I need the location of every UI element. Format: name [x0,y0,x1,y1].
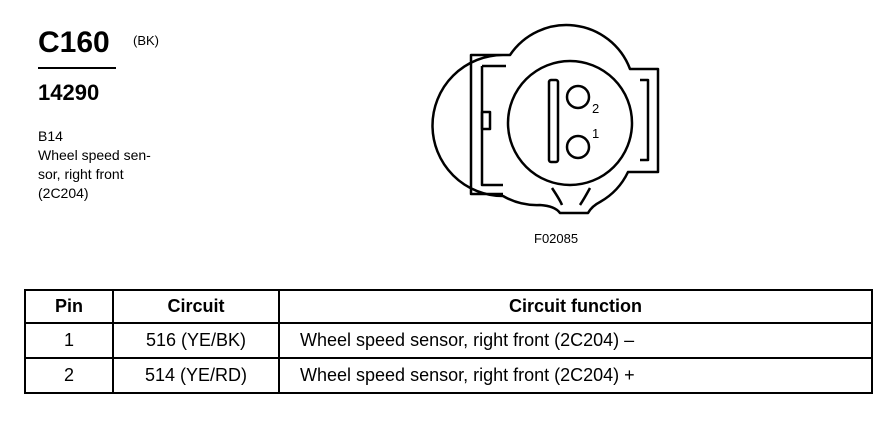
pin-cavity-1 [565,134,591,160]
component-description: B14 Wheel speed sen- sor, right front (2… [38,127,151,203]
divider-bar [547,78,560,164]
key-notch [550,187,592,206]
figure-id: F02085 [534,231,579,246]
cell-function: Wheel speed sensor, right front (2C204) … [278,322,873,359]
component-code: B14 [38,128,63,144]
connector-id: C160 [38,26,110,59]
locking-tab [480,110,492,131]
cell-circuit: 514 (YE/RD) [112,357,280,394]
table-row: 1 516 (YE/BK) Wheel speed sensor, right … [24,322,873,359]
table-header-row: Pin Circuit Circuit function [24,289,873,324]
title-divider [38,67,116,69]
component-desc-line: sor, right front [38,166,124,182]
part-number: 14290 [38,80,100,105]
connector-inner-outline [480,64,650,187]
header-circuit-function: Circuit function [278,289,873,324]
component-desc-line: (2C204) [38,185,89,201]
table-row: 2 514 (YE/RD) Wheel speed sensor, right … [24,357,873,394]
cell-function: Wheel speed sensor, right front (2C204) … [278,357,873,394]
cell-pin: 1 [24,322,114,359]
header-circuit: Circuit [112,289,280,324]
component-desc-line: Wheel speed sen- [38,147,151,163]
pin-cavity-2 [565,84,591,110]
pin-table: Pin Circuit Circuit function 1 516 (YE/B… [24,289,873,394]
cell-pin: 2 [24,357,114,394]
cell-circuit: 516 (YE/BK) [112,322,280,359]
connector-color-code: (BK) [133,33,159,48]
connector-face [506,59,634,187]
pin-label-1: 1 [592,126,599,141]
header-pin: Pin [24,289,114,324]
pin-label-2: 2 [592,101,599,116]
connector-housing-outline [431,23,660,215]
